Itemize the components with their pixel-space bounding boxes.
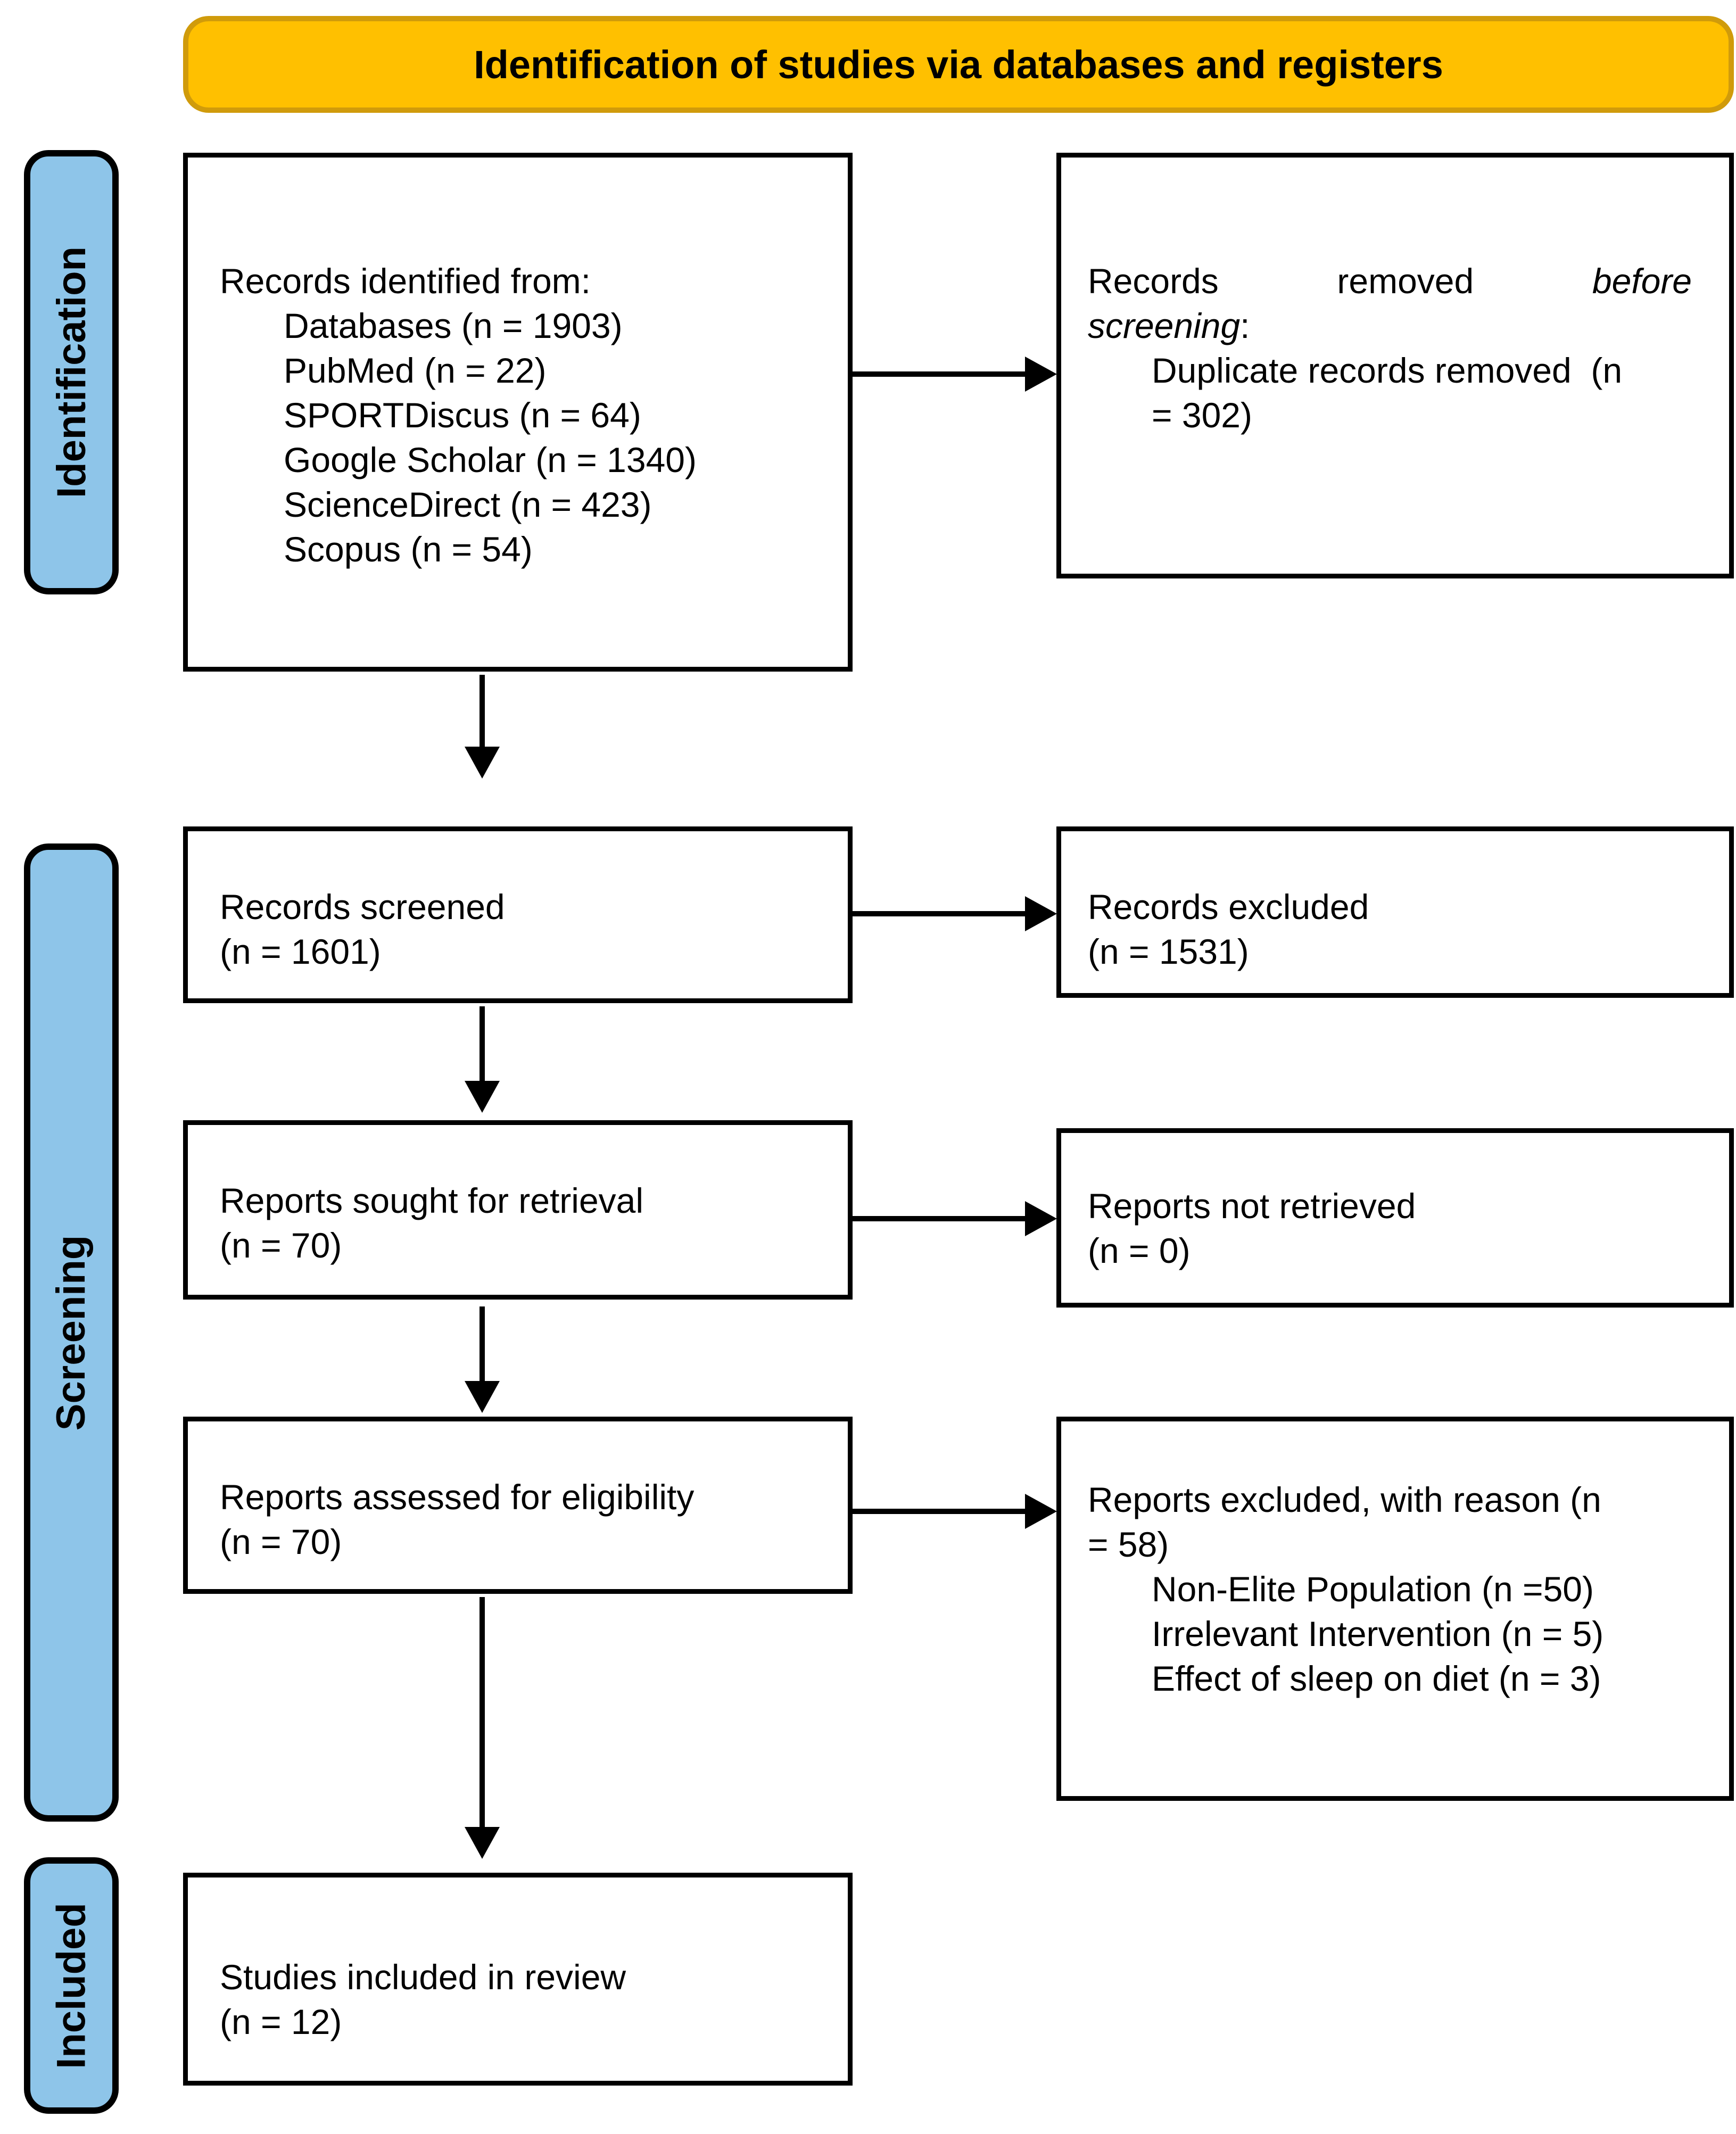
arrow-sought-to-not-retrieved: [853, 1201, 1057, 1236]
stage-label-text: Identification: [48, 246, 94, 498]
arrow-right-icon: [1025, 896, 1057, 931]
word-italic: screening: [1088, 306, 1241, 345]
stage-label-text: Screening: [48, 1235, 94, 1430]
arrow-sought-to-assessed: [465, 1306, 500, 1413]
arrow-shaft: [853, 371, 1028, 377]
box-line: (n = 0): [1088, 1231, 1191, 1270]
stage-label-screening: Screening: [24, 843, 119, 1822]
stage-label-text: Included: [48, 1902, 94, 2069]
arrow-shaft: [853, 1216, 1028, 1221]
arrow-screened-to-excluded: [853, 896, 1057, 931]
box-line: Reports sought for retrieval: [220, 1181, 644, 1220]
box-records-excluded: Records excluded (n = 1531): [1056, 826, 1734, 998]
box-line: Reports assessed for eligibility: [220, 1477, 695, 1517]
box-line: Studies included in review: [220, 1957, 626, 1997]
arrow-identified-to-removed: [853, 357, 1057, 392]
arrow-down-icon: [465, 1381, 500, 1413]
box-studies-included: Studies included in review (n = 12): [183, 1873, 853, 2086]
arrow-down-icon: [465, 1081, 500, 1113]
box-line: Reports excluded, with reason (n: [1088, 1480, 1601, 1519]
box-line: Records screened: [220, 887, 505, 927]
box-line: = 302): [1152, 395, 1252, 435]
box-records-removed: Records removed before screening: Duplic…: [1056, 153, 1734, 578]
box-line: (n = 12): [220, 2002, 342, 2041]
arrow-shaft: [480, 1597, 485, 1827]
box-line: Records removed before: [1088, 259, 1692, 303]
box-reports-assessed: Reports assessed for eligibility (n = 70…: [183, 1417, 853, 1594]
box-records-identified: Records identified from: Databases (n = …: [183, 153, 853, 672]
box-line: Scopus (n = 54): [284, 530, 533, 569]
stage-label-identification: Identification: [24, 150, 119, 594]
arrow-screened-to-sought: [465, 1006, 500, 1113]
box-line: Irrelevant Intervention (n = 5): [1152, 1614, 1604, 1653]
box-line: Effect of sleep on diet (n = 3): [1152, 1659, 1601, 1698]
arrow-right-icon: [1025, 1494, 1057, 1529]
arrow-down-icon: [465, 1827, 500, 1859]
box-line: (n = 70): [220, 1226, 342, 1265]
diagram-title: Identification of studies via databases …: [474, 42, 1443, 87]
box-line: Google Scholar (n = 1340): [284, 440, 697, 479]
word: Records: [1088, 261, 1219, 301]
box-records-screened: Records screened (n = 1601): [183, 826, 853, 1003]
word: :: [1240, 306, 1250, 345]
arrow-shaft: [480, 1006, 485, 1081]
box-line: screening:: [1088, 303, 1692, 348]
arrow-shaft: [480, 675, 485, 747]
box-line: Databases (n = 1903): [284, 306, 623, 345]
title-banner: Identification of studies via databases …: [183, 16, 1734, 113]
arrow-assessed-to-included: [465, 1597, 500, 1859]
box-line: Records identified from:: [220, 261, 591, 301]
box-line: (n = 1601): [220, 932, 381, 971]
box-line: PubMed (n = 22): [284, 351, 547, 390]
arrow-right-icon: [1025, 357, 1057, 392]
box-line: Reports not retrieved: [1088, 1186, 1416, 1226]
word: removed: [1337, 261, 1474, 301]
box-line: (n = 1531): [1088, 932, 1249, 971]
arrow-shaft: [853, 1509, 1028, 1514]
arrow-assessed-to-reasons: [853, 1494, 1057, 1529]
word-italic: before: [1592, 261, 1692, 301]
box-reports-not-retrieved: Reports not retrieved (n = 0): [1056, 1128, 1734, 1308]
box-reports-excluded: Reports excluded, with reason (n = 58) N…: [1056, 1417, 1734, 1801]
box-line: (n = 70): [220, 1522, 342, 1561]
box-line: = 58): [1088, 1525, 1169, 1564]
box-line: ScienceDirect (n = 423): [284, 485, 652, 524]
stage-label-included: Included: [24, 1857, 119, 2114]
arrow-down-icon: [465, 747, 500, 779]
arrow-shaft: [480, 1306, 485, 1381]
box-line: Non-Elite Population (n =50): [1152, 1569, 1594, 1609]
arrow-identified-to-screened: [465, 675, 500, 779]
box-reports-sought: Reports sought for retrieval (n = 70): [183, 1120, 853, 1300]
arrow-right-icon: [1025, 1201, 1057, 1236]
box-line: SPORTDiscus (n = 64): [284, 395, 641, 435]
arrow-shaft: [853, 911, 1028, 916]
box-line: Records excluded: [1088, 887, 1369, 927]
box-line: Duplicate records removed (n: [1152, 351, 1623, 390]
